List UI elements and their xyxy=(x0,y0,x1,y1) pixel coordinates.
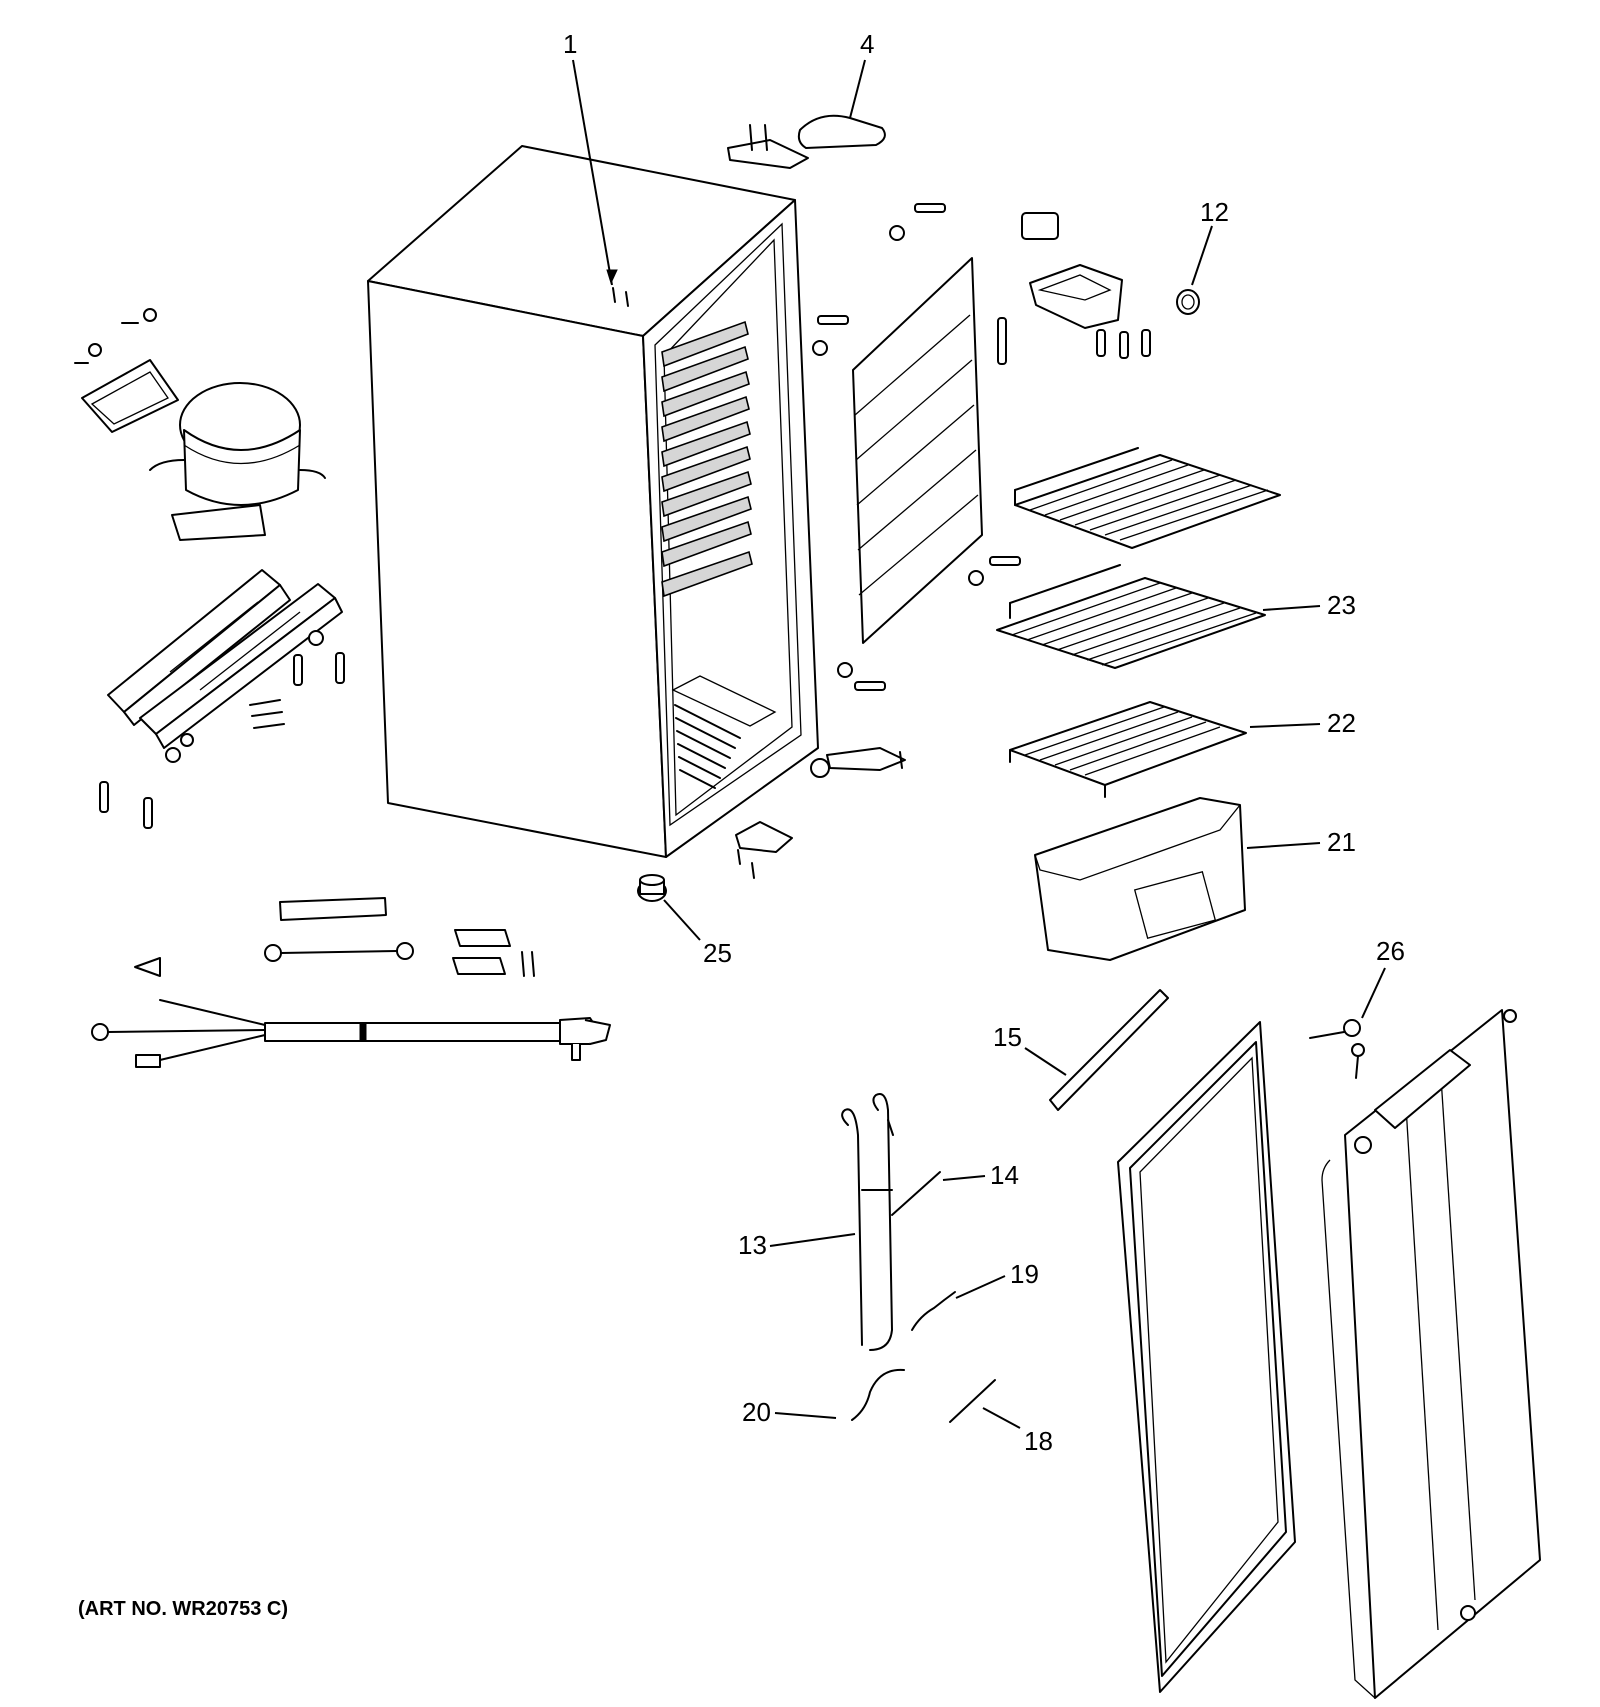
callout-21: 21 xyxy=(1327,827,1356,857)
callout-20: 20 xyxy=(742,1397,771,1427)
refrigerator-cabinet xyxy=(367,145,819,858)
crisper-bin xyxy=(1034,797,1246,961)
callout-leaders xyxy=(572,59,1386,1429)
cabinet-shelf-ribs xyxy=(661,320,753,598)
refrigerator-door xyxy=(1321,1009,1541,1699)
top-hinge xyxy=(727,124,809,169)
hinge-cover xyxy=(797,114,886,149)
door-strip xyxy=(1049,989,1169,1111)
callout-4: 4 xyxy=(860,29,874,59)
callout-14: 14 xyxy=(990,1160,1019,1190)
rod-wire-19 xyxy=(911,1291,956,1331)
back-panel xyxy=(852,257,983,644)
callout-13: 13 xyxy=(738,1230,767,1260)
top-screws xyxy=(612,287,629,307)
door-gasket xyxy=(1117,1021,1296,1693)
hinge-bracket-lower xyxy=(735,821,793,879)
compressor-assembly xyxy=(81,359,326,541)
leveling-foot xyxy=(637,874,667,902)
power-cord xyxy=(91,999,611,1068)
loose-parts xyxy=(134,897,535,977)
callout-22: 22 xyxy=(1327,708,1356,738)
cabinet-floor-grille xyxy=(671,675,777,789)
thermostat-housing xyxy=(1021,212,1151,359)
wire-shelf-23 xyxy=(996,564,1266,669)
rod-wire-20 xyxy=(851,1368,905,1421)
compressor-fasteners xyxy=(74,308,157,364)
door-rod-assembly xyxy=(841,1093,941,1351)
lock-and-key xyxy=(1309,1019,1365,1079)
callout-23: 23 xyxy=(1327,590,1356,620)
wire-shelf-top xyxy=(1014,447,1281,549)
leveling-bolts xyxy=(99,630,345,829)
callout-15: 15 xyxy=(993,1022,1022,1052)
panel-fasteners xyxy=(812,203,1021,691)
bottom-hinge xyxy=(810,747,906,778)
base-rails xyxy=(107,569,343,749)
thermostat-knob xyxy=(1176,289,1200,315)
callout-12: 12 xyxy=(1200,197,1229,227)
callout-19: 19 xyxy=(1010,1259,1039,1289)
callout-1: 1 xyxy=(563,29,577,59)
art-number-caption: (ART NO. WR20753 C) xyxy=(78,1598,289,1620)
callout-labels: 1 4 12 23 22 21 25 26 15 14 13 19 20 18 xyxy=(563,29,1405,1456)
callout-18: 18 xyxy=(1024,1426,1053,1456)
callout-25: 25 xyxy=(703,938,732,968)
callout-26: 26 xyxy=(1376,936,1405,966)
rod-18 xyxy=(949,1379,996,1423)
wire-shelf-22 xyxy=(1009,701,1247,798)
